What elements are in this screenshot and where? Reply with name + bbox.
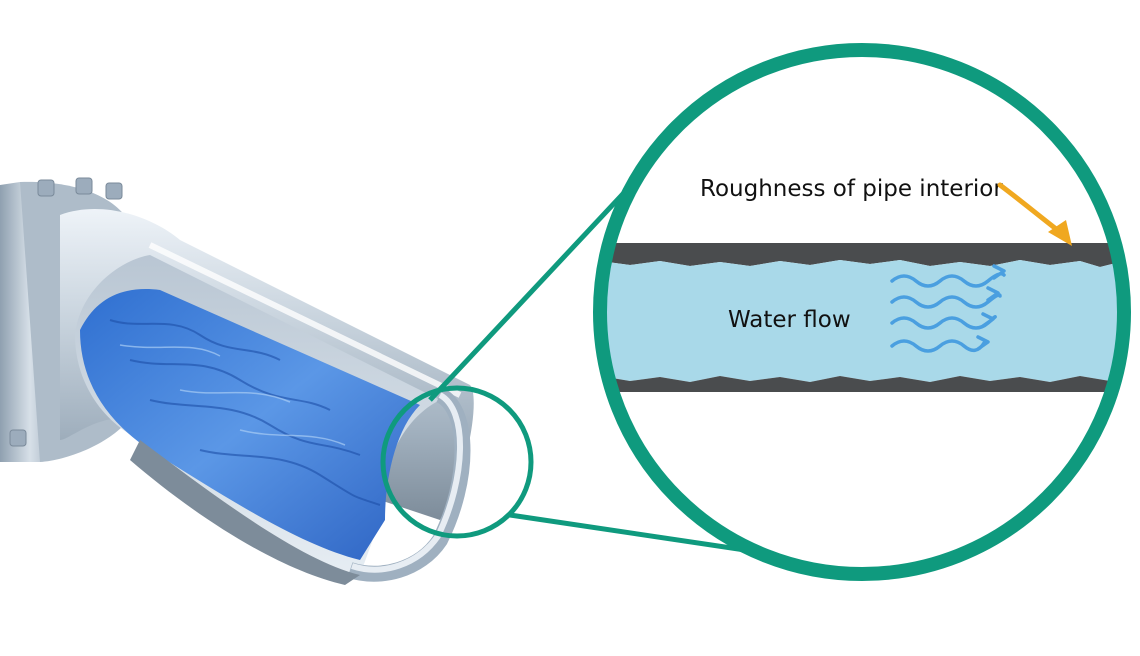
magnifier-ring xyxy=(593,43,1131,581)
water-flow-label: Water flow xyxy=(728,307,851,333)
roughness-label: Roughness of pipe interior xyxy=(700,176,1003,202)
flow-arrows-icon xyxy=(890,264,1006,353)
detail-circle xyxy=(380,385,534,539)
pipe-wall-bottom xyxy=(600,376,1124,392)
water-section xyxy=(600,260,1124,382)
pointer-arrow-icon xyxy=(997,182,1072,246)
pipe-wall-top xyxy=(600,243,1124,267)
pipe-cutaway-icon xyxy=(0,177,474,585)
magnified-view: Water flow Roughness of pipe interior xyxy=(593,43,1131,581)
zoom-connector-lines xyxy=(428,163,746,553)
